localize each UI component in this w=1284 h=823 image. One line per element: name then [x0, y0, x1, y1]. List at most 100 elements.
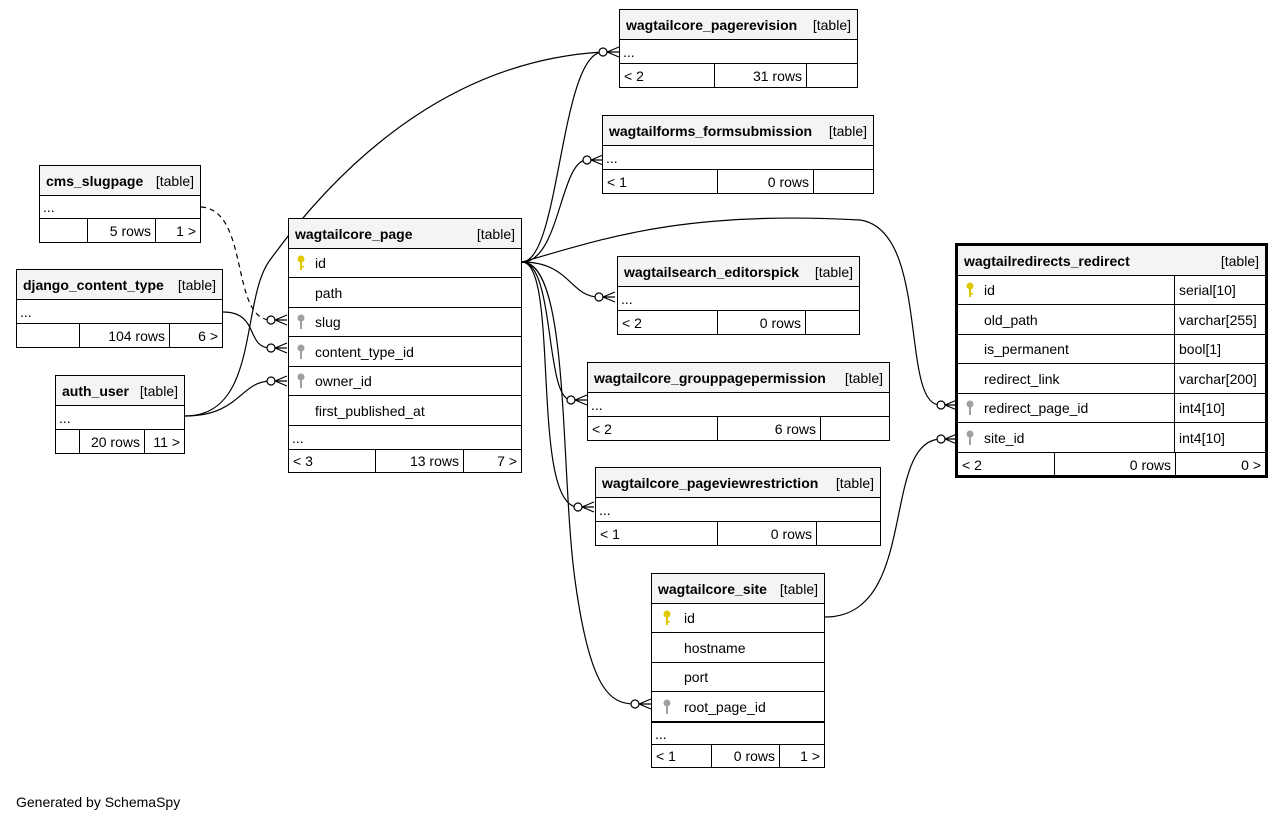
children-count[interactable]: 1 >: [176, 222, 196, 239]
column-type: int4[10]: [1174, 423, 1265, 452]
column-content-type-id[interactable]: content_type_id: [289, 337, 521, 367]
column-old-path[interactable]: old_path varchar[255]: [958, 305, 1265, 335]
column-root-page-id[interactable]: root_page_id: [652, 692, 824, 722]
column-id[interactable]: id: [289, 249, 521, 278]
column-redirect-page-id[interactable]: redirect_page_id int4[10]: [958, 394, 1265, 423]
edge-page-formsubmission: [521, 159, 588, 263]
column-name: slug: [315, 314, 341, 330]
table-cms-slugpage[interactable]: cms_slugpage[table] ... 5 rows 1 >: [39, 165, 201, 243]
table-name: django_content_type: [23, 276, 164, 293]
column-first-published-at[interactable]: first_published_at: [289, 396, 521, 426]
edge-slugpage-page: [200, 206, 272, 321]
table-name: wagtailredirects_redirect: [964, 252, 1130, 269]
parents-count[interactable]: [40, 219, 88, 242]
table-tag: [table]: [812, 16, 851, 33]
table-wagtailcore-pageviewrestriction[interactable]: wagtailcore_pageviewrestriction[table] .…: [595, 467, 881, 546]
crows-foot-marker: [594, 291, 616, 303]
row-count: 13 rows: [376, 450, 464, 472]
children-count[interactable]: 6 >: [198, 327, 218, 344]
column-name: id: [984, 282, 995, 298]
children-count[interactable]: [814, 170, 873, 193]
column-redirect-link[interactable]: redirect_link varchar[200]: [958, 364, 1265, 394]
children-count[interactable]: [821, 417, 889, 440]
table-header: wagtailsearch_editorspick[table]: [618, 257, 859, 287]
column-name: hostname: [684, 639, 746, 656]
column-id[interactable]: id serial[10]: [958, 276, 1265, 305]
crows-foot-marker: [582, 154, 604, 166]
more-columns: ...: [603, 146, 873, 170]
edge-contenttype-page: [222, 311, 272, 349]
table-header: wagtailcore_pageviewrestriction [table]: [596, 468, 880, 498]
crows-foot-marker: [266, 342, 288, 354]
column-is-permanent[interactable]: is_permanent bool[1]: [958, 335, 1265, 364]
table-tag: [table]: [1220, 252, 1259, 269]
parents-count[interactable]: [56, 430, 80, 453]
column-name: owner_id: [315, 373, 372, 389]
table-tag: [table]: [835, 474, 874, 491]
table-footer: < 3 13 rows 7 >: [289, 450, 521, 472]
children-count[interactable]: [817, 522, 880, 545]
table-wagtailforms-formsubmission[interactable]: wagtailforms_formsubmission[table] ... <…: [602, 115, 874, 194]
table-django-content-type[interactable]: django_content_type[table] ... 104 rows …: [16, 269, 223, 348]
table-footer: < 2 0 rows: [618, 311, 859, 334]
column-port[interactable]: port: [652, 663, 824, 692]
table-name: wagtailcore_pageviewrestriction: [602, 474, 819, 491]
children-count[interactable]: 1 >: [800, 748, 820, 764]
more-columns: ...: [289, 426, 521, 450]
table-tag: [table]: [814, 263, 853, 280]
row-count: 0 rows: [712, 745, 780, 767]
edge-page-site: [521, 261, 636, 705]
table-tag: [table]: [177, 276, 216, 293]
children-count[interactable]: 0 >: [1241, 456, 1261, 473]
column-type: varchar[255]: [1174, 305, 1265, 334]
more-columns: ...: [17, 300, 222, 324]
parents-count[interactable]: < 2: [618, 311, 718, 334]
column-name: id: [684, 610, 695, 626]
children-count[interactable]: 7 >: [497, 453, 517, 469]
more-columns: ...: [620, 40, 857, 64]
edge-authuser-pagerevision: [184, 51, 604, 417]
table-auth-user[interactable]: auth_user[table] ... 20 rows 11 >: [55, 375, 185, 454]
table-name: wagtailcore_grouppagepermission: [594, 369, 826, 386]
column-id[interactable]: id: [652, 604, 824, 633]
foreign-key-icon: [958, 400, 982, 416]
parents-count[interactable]: < 2: [958, 453, 1055, 476]
parents-count[interactable]: < 3: [289, 450, 376, 472]
row-count: 104 rows: [80, 324, 170, 347]
table-wagtailcore-grouppagepermission[interactable]: wagtailcore_grouppagepermission[table] .…: [587, 362, 890, 441]
column-name: first_published_at: [315, 402, 425, 419]
parents-count[interactable]: [17, 324, 80, 347]
table-footer: < 1 0 rows 1 >: [652, 745, 824, 767]
table-wagtailcore-site[interactable]: wagtailcore_site[table] id hostname port…: [651, 573, 825, 768]
children-count[interactable]: 11 >: [153, 433, 180, 450]
column-owner-id[interactable]: owner_id: [289, 367, 521, 396]
table-wagtailredirects-redirect[interactable]: wagtailredirects_redirect [table] id seri…: [955, 243, 1268, 478]
row-count: 5 rows: [88, 219, 156, 242]
parents-count[interactable]: < 2: [620, 64, 715, 87]
parents-count[interactable]: < 1: [652, 745, 712, 767]
children-count[interactable]: [807, 64, 857, 87]
table-wagtailcore-page[interactable]: wagtailcore_page[table] id path slug con…: [288, 218, 522, 473]
row-count: 20 rows: [80, 430, 145, 453]
parents-count[interactable]: < 1: [596, 522, 718, 545]
table-name: wagtailcore_pagerevision: [626, 16, 798, 33]
parents-count[interactable]: < 2: [588, 417, 718, 440]
parents-count[interactable]: < 1: [603, 170, 718, 193]
table-wagtailcore-pagerevision[interactable]: wagtailcore_pagerevision[table] ... < 2 …: [619, 9, 858, 88]
children-count[interactable]: [806, 311, 859, 334]
column-path[interactable]: path: [289, 278, 521, 308]
column-name: old_path: [984, 311, 1038, 328]
table-header: wagtailredirects_redirect [table]: [958, 246, 1265, 276]
crows-foot-marker: [566, 394, 588, 406]
foreign-key-icon: [958, 430, 982, 446]
column-slug[interactable]: slug: [289, 308, 521, 337]
column-name: redirect_link: [984, 370, 1060, 387]
table-tag: [table]: [139, 382, 178, 399]
column-site-id[interactable]: site_id int4[10]: [958, 423, 1265, 453]
column-name: content_type_id: [315, 343, 414, 360]
table-wagtailsearch-editorspick[interactable]: wagtailsearch_editorspick[table] ... < 2…: [617, 256, 860, 335]
column-hostname[interactable]: hostname: [652, 633, 824, 663]
column-name: port: [684, 669, 709, 685]
table-header: django_content_type [table]: [17, 270, 222, 300]
